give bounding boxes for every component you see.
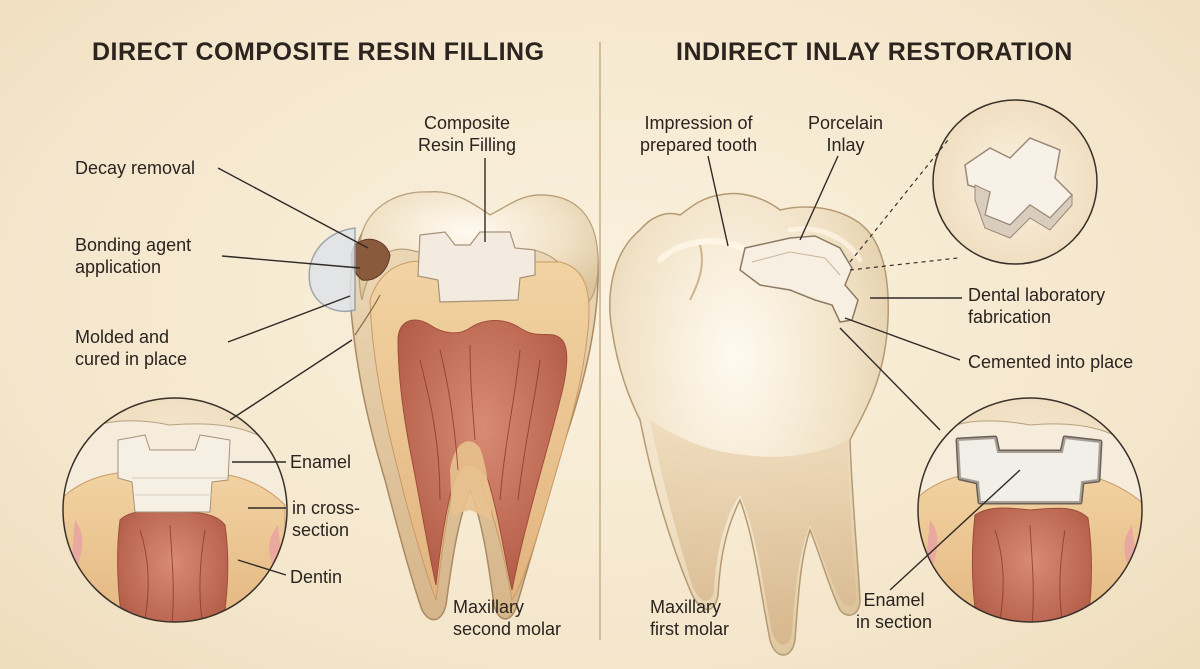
label-composite-resin: Composite Resin Filling (418, 113, 517, 155)
left-panel-title: DIRECT COMPOSITE RESIN FILLING (92, 38, 545, 66)
label-second-molar: Maxillary second molar (453, 597, 562, 639)
label-dentin: Dentin (290, 567, 343, 587)
label-molded-cured: Molded and cured in place (75, 327, 188, 369)
label-lab-fabrication: Dental laboratory fabrication (968, 285, 1106, 327)
label-bonding-agent: Bonding agent application (75, 235, 192, 277)
left-tooth-cross-section (308, 191, 599, 621)
leader-lines (217, 155, 1021, 591)
label-cross-section: in cross- section (292, 498, 361, 540)
label-decay-removal: Decay removal (75, 158, 196, 178)
left-detail-circle (62, 397, 288, 623)
label-cemented: Cemented into place (968, 352, 1134, 372)
label-first-molar: Maxillary first molar (650, 597, 730, 639)
right-detail-circle (917, 397, 1143, 623)
inlay-detail-circle (932, 99, 1098, 265)
label-impression: Impression of prepared tooth (640, 113, 758, 155)
label-porcelain-inlay: Porcelain Inlay (808, 113, 884, 155)
right-panel-title: INDIRECT INLAY RESTORATION (676, 38, 1073, 66)
label-enamel-section: Enamel in section (856, 590, 933, 632)
right-tooth-external (609, 192, 889, 656)
label-enamel: Enamel (290, 452, 352, 472)
